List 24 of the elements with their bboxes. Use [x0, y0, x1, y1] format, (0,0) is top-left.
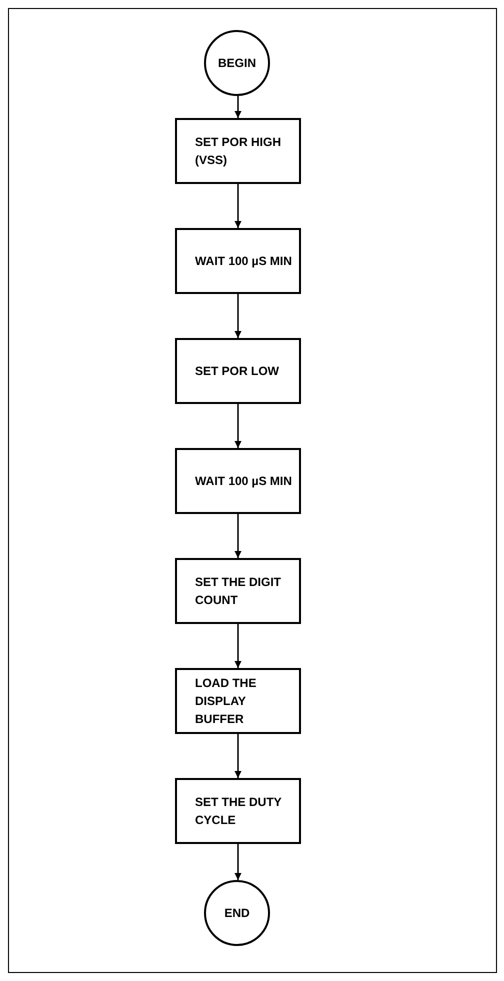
arrow — [234, 404, 242, 448]
process-box — [175, 228, 301, 294]
step-text: SET POR HIGH (VSS) — [195, 134, 282, 169]
process-box — [175, 448, 301, 514]
step-text: WAIT 100 µS MIN — [195, 253, 293, 270]
step-text: SET THE DUTY CYCLE — [195, 794, 282, 829]
step-text: BEGIN — [218, 55, 256, 72]
arrow — [234, 734, 242, 778]
arrow — [234, 844, 242, 880]
process-box — [175, 778, 301, 844]
process-box — [175, 118, 301, 184]
step-text: LOAD THE DISPLAY BUFFER — [195, 675, 258, 728]
process-box — [175, 668, 301, 734]
arrow — [234, 294, 242, 338]
process-box — [175, 558, 301, 624]
step-text: END — [224, 905, 250, 922]
step-text: SET THE DIGIT COUNT — [195, 574, 282, 609]
step-text: WAIT 100 µS MIN — [195, 473, 293, 490]
arrow — [234, 514, 242, 558]
arrow — [234, 96, 242, 118]
process-box — [175, 338, 301, 404]
step-text: SET POR LOW — [195, 363, 280, 380]
arrow — [234, 184, 242, 228]
arrow — [234, 624, 242, 668]
